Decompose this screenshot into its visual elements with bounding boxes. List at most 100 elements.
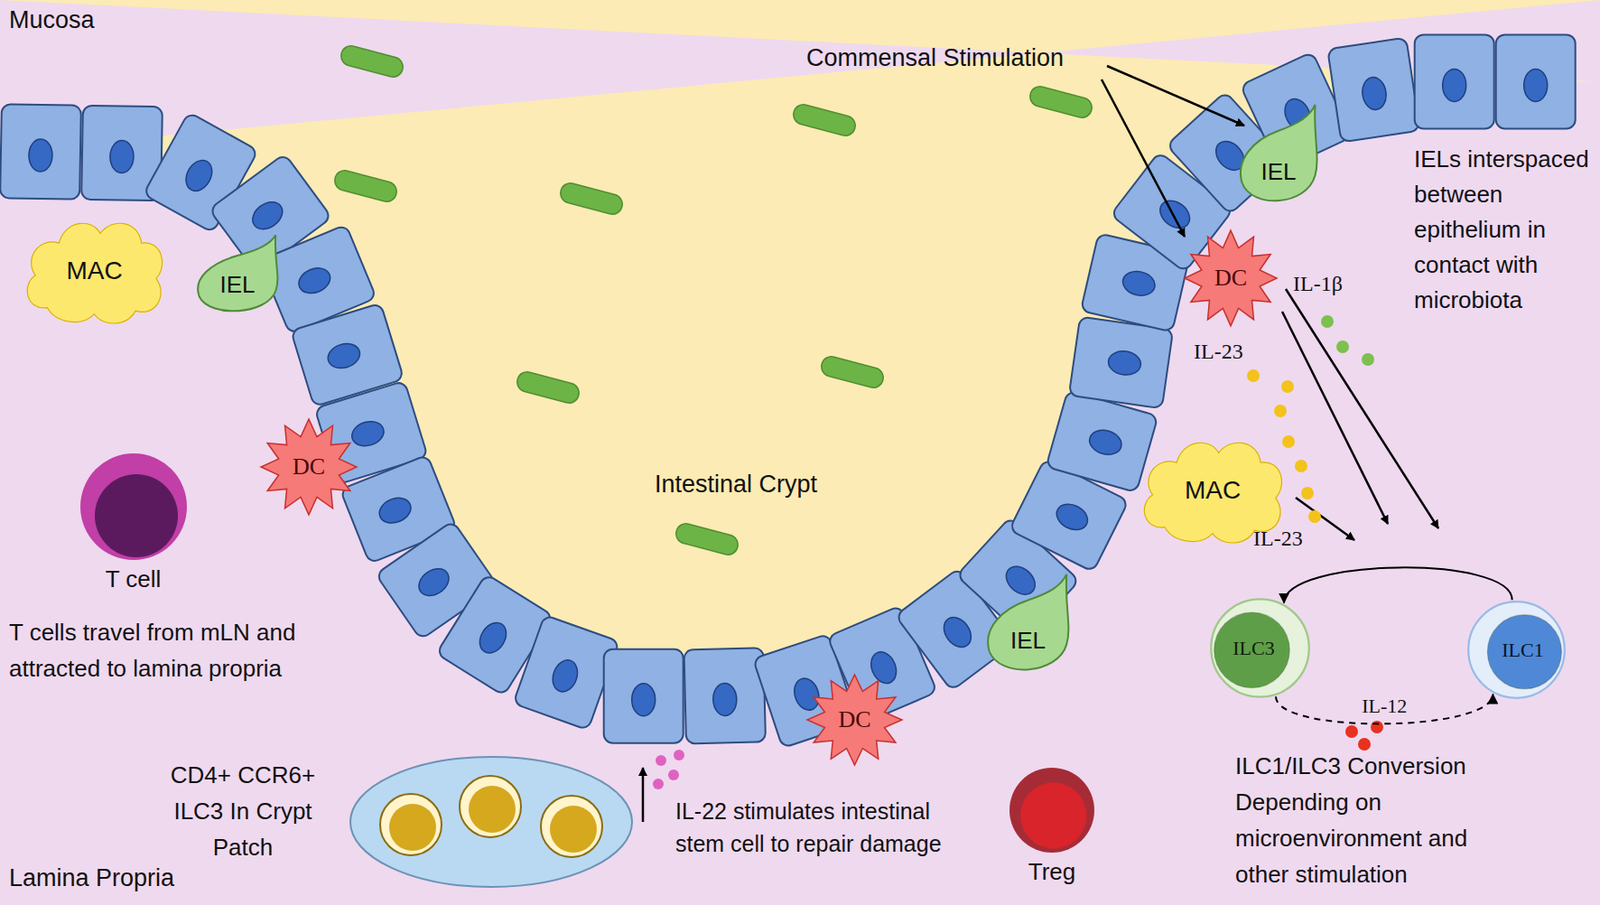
cell-icon xyxy=(78,451,189,562)
cell-body xyxy=(1414,34,1495,129)
node-label: ILC1 xyxy=(1501,638,1544,662)
node-label: ILC3 xyxy=(1232,636,1275,661)
cell-nucleus xyxy=(247,196,288,235)
node-label: CD4+ CCR6+ ILC3 In Crypt Patch xyxy=(144,756,342,866)
cell-nucleus xyxy=(938,612,977,652)
dendritic-cell: DC xyxy=(1183,229,1278,327)
cell-nucleus xyxy=(1214,612,1291,689)
annotation: ILC1/ILC3 Conversion Depending on microe… xyxy=(1235,747,1525,893)
cell-body xyxy=(683,647,766,744)
cell-body xyxy=(1069,316,1173,410)
annotation: Lamina Propria xyxy=(9,863,175,893)
epithelial-cell xyxy=(1414,34,1495,129)
cell-nucleus xyxy=(295,263,335,298)
node-shape xyxy=(1237,102,1321,210)
cell-nucleus xyxy=(1120,268,1158,298)
annotation: IL-23 xyxy=(1193,338,1244,365)
iel-outline xyxy=(197,234,278,311)
annotation: IELs interspaced between epithelium in c… xyxy=(1413,141,1595,318)
cell-nucleus xyxy=(1051,499,1092,535)
cloud-outline xyxy=(27,223,162,324)
leader-arrows xyxy=(642,65,1439,822)
annotation: T cells travel from mLN and attracted to… xyxy=(9,613,382,687)
cell-nucleus xyxy=(712,682,737,717)
iel-cell: IEL xyxy=(1237,102,1321,210)
dc-outline xyxy=(1184,230,1277,326)
cell-body xyxy=(1496,34,1576,129)
cell-nucleus xyxy=(325,339,363,372)
node-label: DC xyxy=(292,453,326,481)
annotation: IL-22 stimulates intestinal stem cell to… xyxy=(675,794,965,860)
cell-nucleus xyxy=(1154,195,1195,234)
ilc3-membrane xyxy=(380,793,442,856)
ilc3-membrane xyxy=(459,775,521,838)
node-label: MAC xyxy=(65,256,122,286)
cell-nucleus xyxy=(413,563,454,602)
epithelial-cell xyxy=(604,649,684,744)
epithelial-cell xyxy=(1069,316,1173,410)
annotation: IL-1β xyxy=(1293,270,1343,298)
cell-body xyxy=(1327,37,1420,143)
node-label: IEL xyxy=(1010,626,1046,655)
cell-nucleus xyxy=(1487,614,1562,689)
dendritic-cell: DC xyxy=(260,418,358,516)
conversion-arrow xyxy=(1283,567,1513,603)
node-label: DC xyxy=(1214,264,1247,292)
node-label: T cell xyxy=(50,565,216,594)
cell-membrane xyxy=(1210,598,1309,697)
ilc-cell: ILC3 xyxy=(1209,596,1312,699)
annotation: Commensal Stimulation xyxy=(806,43,1064,73)
cell-nucleus xyxy=(1086,426,1125,458)
annotation: Mucosa xyxy=(9,5,95,35)
annotation: IL-23 xyxy=(1253,525,1303,552)
node-shape xyxy=(984,571,1072,679)
iel-outline xyxy=(1240,104,1318,201)
annotation: Intestinal Crypt xyxy=(623,469,849,499)
lymphocyte: Treg xyxy=(989,765,1115,894)
cell-nucleus xyxy=(28,139,54,172)
commensal-bacteria xyxy=(332,43,1094,557)
iel-cell: IEL xyxy=(194,232,281,318)
epithelium xyxy=(0,34,1576,748)
iel-outline xyxy=(987,574,1069,670)
epithelial-cell xyxy=(1327,37,1420,143)
cytokine-dots xyxy=(652,315,1384,790)
node-label: IEL xyxy=(1260,158,1296,187)
edge-label: IL-12 xyxy=(1358,694,1410,718)
ilc3-nucleus xyxy=(389,803,437,851)
iel-cell: IEL xyxy=(984,571,1072,679)
dendritic-cell: DC xyxy=(806,673,903,766)
cell-membrane xyxy=(1009,767,1095,853)
cell-nucleus xyxy=(790,675,823,714)
mucosa-lumen xyxy=(0,0,1600,697)
macrophage: MAC xyxy=(20,213,168,327)
ilc3-membrane xyxy=(540,795,603,857)
dc-outline xyxy=(807,674,903,765)
cell-nucleus xyxy=(548,656,583,696)
cell-body xyxy=(0,103,82,200)
cell-nucleus xyxy=(1359,75,1388,112)
cell-nucleus xyxy=(1000,560,1041,600)
crypt-patch-icon xyxy=(347,753,635,890)
ilc3-nucleus xyxy=(468,785,516,833)
cell-icon xyxy=(1007,765,1097,855)
cell-nucleus xyxy=(110,139,135,173)
node-label: Treg xyxy=(989,857,1115,886)
dc-outline xyxy=(260,418,357,515)
epithelial-cell xyxy=(683,647,766,744)
cell-body xyxy=(604,649,684,744)
node-label: MAC xyxy=(1184,475,1241,505)
node-label: IEL xyxy=(219,270,255,299)
cell-nucleus xyxy=(348,417,387,449)
cell-nucleus xyxy=(1442,68,1467,102)
cell-nucleus xyxy=(1106,349,1143,378)
cell-nucleus xyxy=(632,683,656,717)
conversion-arrow xyxy=(1275,694,1493,725)
node-label: DC xyxy=(837,706,871,734)
cell-nucleus xyxy=(474,617,512,658)
cell-membrane xyxy=(1468,601,1565,698)
cell-membrane xyxy=(80,453,187,560)
epithelial-cell xyxy=(0,103,82,200)
cell-nucleus xyxy=(180,155,217,196)
